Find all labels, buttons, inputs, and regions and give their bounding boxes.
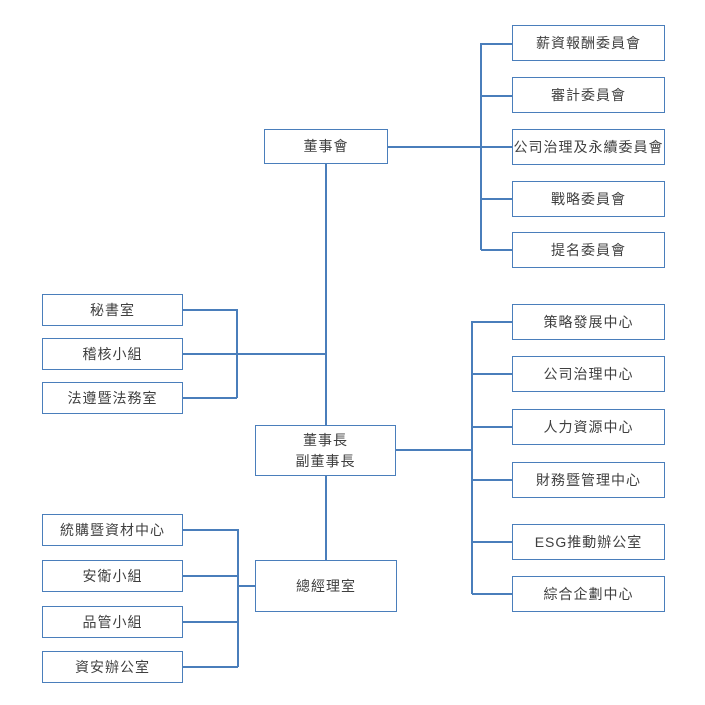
connector-center-stub-3 <box>472 426 512 428</box>
connector-gm-unit-spine <box>237 529 239 667</box>
connector-staff-stub-3 <box>183 397 237 399</box>
connector-gm-unit-stub-4 <box>183 666 238 668</box>
node-corporate-planning-center: 綜合企劃中心 <box>512 576 665 612</box>
chairman-label-line2: 副董事長 <box>295 452 356 469</box>
node-secretariat: 秘書室 <box>42 294 183 326</box>
connector-staff-spine <box>236 309 238 398</box>
connector-chairman-to-center-spine <box>396 449 472 451</box>
connector-committee-spine <box>480 43 482 250</box>
node-chairman-vice-chairman: 董事長 副董事長 <box>255 425 396 476</box>
node-strategy-committee: 戰略委員會 <box>512 181 665 217</box>
connector-center-stub-4 <box>472 479 512 481</box>
node-finance-management-center: 財務暨管理中心 <box>512 462 665 498</box>
node-strategy-development-center: 策略發展中心 <box>512 304 665 340</box>
node-board-of-directors: 董事會 <box>264 129 388 164</box>
connector-gm-unit-stub-2 <box>183 575 238 577</box>
node-legal-compliance-office: 法遵暨法務室 <box>42 382 183 414</box>
node-general-manager-office: 總經理室 <box>255 560 397 612</box>
connector-center-spine <box>471 321 473 594</box>
connector-committee-stub-2 <box>481 95 512 97</box>
node-safety-health-team: 安衛小組 <box>42 560 183 592</box>
node-info-security-office: 資安辦公室 <box>42 651 183 683</box>
connector-gm-unit-stub-1 <box>183 529 238 531</box>
connector-center-stub-2 <box>472 373 512 375</box>
connector-gm-unit-stub-3 <box>183 621 238 623</box>
connector-committee-stub-3 <box>481 146 512 148</box>
connector-staff-to-trunk <box>237 353 326 355</box>
connector-center-stub-6 <box>472 593 512 595</box>
node-audit-team: 稽核小組 <box>42 338 183 370</box>
connector-committee-stub-5 <box>481 249 512 251</box>
connector-staff-stub-1 <box>183 309 237 311</box>
node-esg-promotion-office: ESG推動辦公室 <box>512 524 665 560</box>
connector-center-stub-5 <box>472 541 512 543</box>
node-corporate-governance-center: 公司治理中心 <box>512 356 665 392</box>
chairman-label-line1: 董事長 <box>303 432 348 449</box>
node-procurement-materials-center: 統購暨資材中心 <box>42 514 183 546</box>
connector-committee-stub-4 <box>481 198 512 200</box>
node-quality-control-team: 品管小組 <box>42 606 183 638</box>
connector-committee-stub-1 <box>481 43 512 45</box>
connector-board-to-chairman <box>325 163 327 425</box>
node-human-resources-center: 人力資源中心 <box>512 409 665 445</box>
node-remuneration-committee: 薪資報酬委員會 <box>512 25 665 61</box>
connector-gm-units-to-gm <box>238 585 255 587</box>
connector-center-stub-1 <box>472 321 512 323</box>
connector-staff-stub-2 <box>183 353 237 355</box>
connector-chairman-to-gm <box>325 476 327 560</box>
node-nomination-committee: 提名委員會 <box>512 232 665 268</box>
node-governance-sustainability-committee: 公司治理及永續委員會 <box>512 129 665 165</box>
node-audit-committee: 審計委員會 <box>512 77 665 113</box>
connector-board-to-committee-spine <box>388 146 481 148</box>
